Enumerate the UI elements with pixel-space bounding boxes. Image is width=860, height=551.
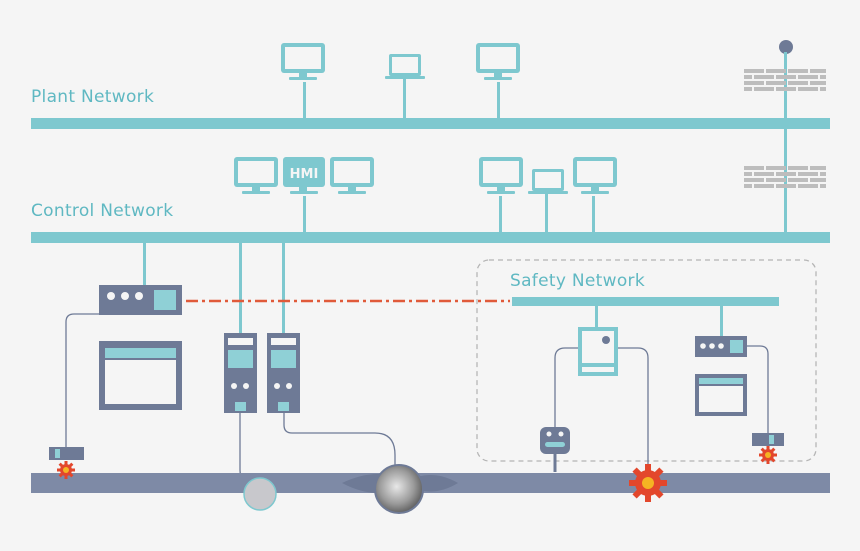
safety-network-boundary xyxy=(476,259,817,462)
hmi-monitor-icon[interactable]: HMI xyxy=(283,157,325,194)
plant-network-label: Plant Network xyxy=(31,87,155,107)
pipe xyxy=(31,473,830,493)
monitor-icon[interactable] xyxy=(281,43,325,80)
sensor-icon[interactable] xyxy=(540,427,570,454)
firewall xyxy=(744,40,826,236)
control-network-bus xyxy=(31,232,830,243)
safety-network-bus xyxy=(512,297,779,306)
valve-icon[interactable] xyxy=(629,464,667,502)
monitor-icon[interactable] xyxy=(479,157,523,194)
io-module-icon[interactable] xyxy=(224,333,257,413)
safety-network-label: Safety Network xyxy=(510,271,645,291)
safety-network xyxy=(476,259,817,462)
safety-controller-icon[interactable] xyxy=(578,327,618,376)
sensor-icon[interactable] xyxy=(49,447,84,460)
flow-meter-icon[interactable] xyxy=(243,477,277,511)
firewall-top-node xyxy=(779,40,793,54)
control-network-label: Control Network xyxy=(31,201,174,221)
sensor-icon[interactable] xyxy=(752,433,784,446)
hmi-label: HMI xyxy=(290,167,319,182)
plant-network-bus xyxy=(31,118,830,129)
controller-icon[interactable] xyxy=(695,336,747,357)
hmi-panel-icon[interactable] xyxy=(99,341,182,410)
ball-valve-icon[interactable] xyxy=(374,464,424,514)
monitor-icon[interactable] xyxy=(330,157,374,194)
laptop-icon[interactable] xyxy=(528,169,568,194)
monitor-icon[interactable] xyxy=(234,157,278,194)
laptop-icon[interactable] xyxy=(385,54,425,79)
field-wiring xyxy=(65,313,769,483)
monitor-icon[interactable] xyxy=(573,157,617,194)
plant-network xyxy=(31,43,830,129)
valve-icon[interactable] xyxy=(759,446,777,464)
hmi-panel-icon[interactable] xyxy=(695,374,747,416)
io-module-icon[interactable] xyxy=(267,333,300,413)
valve-icon[interactable] xyxy=(57,461,75,479)
control-network: HMI xyxy=(31,157,830,243)
monitor-icon[interactable] xyxy=(476,43,520,80)
controller-icon[interactable] xyxy=(99,285,182,315)
